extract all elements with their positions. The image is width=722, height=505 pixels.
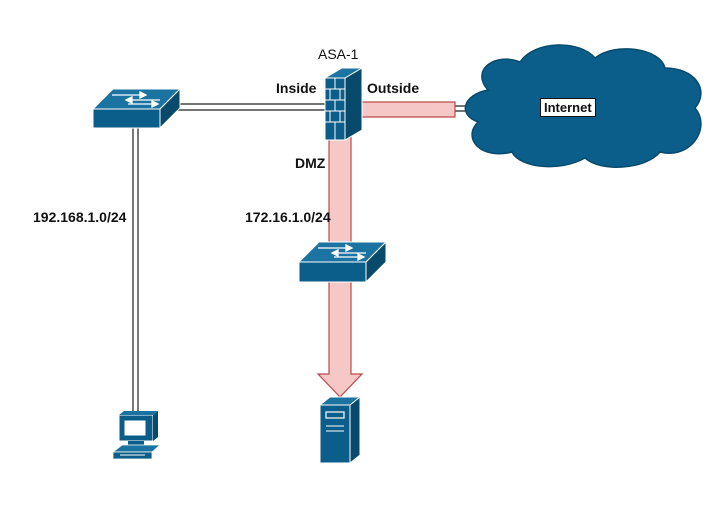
- firewall-icon: [323, 67, 364, 141]
- dmz-interface-label: DMZ: [295, 155, 326, 171]
- server-icon: [318, 395, 362, 465]
- inside-interface-label: Inside: [276, 80, 317, 96]
- link-switch-to-workstation: [132, 128, 139, 415]
- internet-label: Internet: [540, 98, 596, 117]
- inside-subnet-label: 192.168.1.0/24: [33, 209, 127, 225]
- dmz-switch-icon: [297, 240, 388, 284]
- outside-interface-label: Outside: [367, 80, 420, 96]
- workstation-icon: [111, 411, 162, 460]
- inside-switch-icon: [91, 87, 182, 130]
- link-switch-to-firewall: [168, 103, 330, 111]
- dmz-subnet-label: 172.16.1.0/24: [245, 209, 331, 225]
- firewall-name-label: ASA-1: [318, 46, 359, 62]
